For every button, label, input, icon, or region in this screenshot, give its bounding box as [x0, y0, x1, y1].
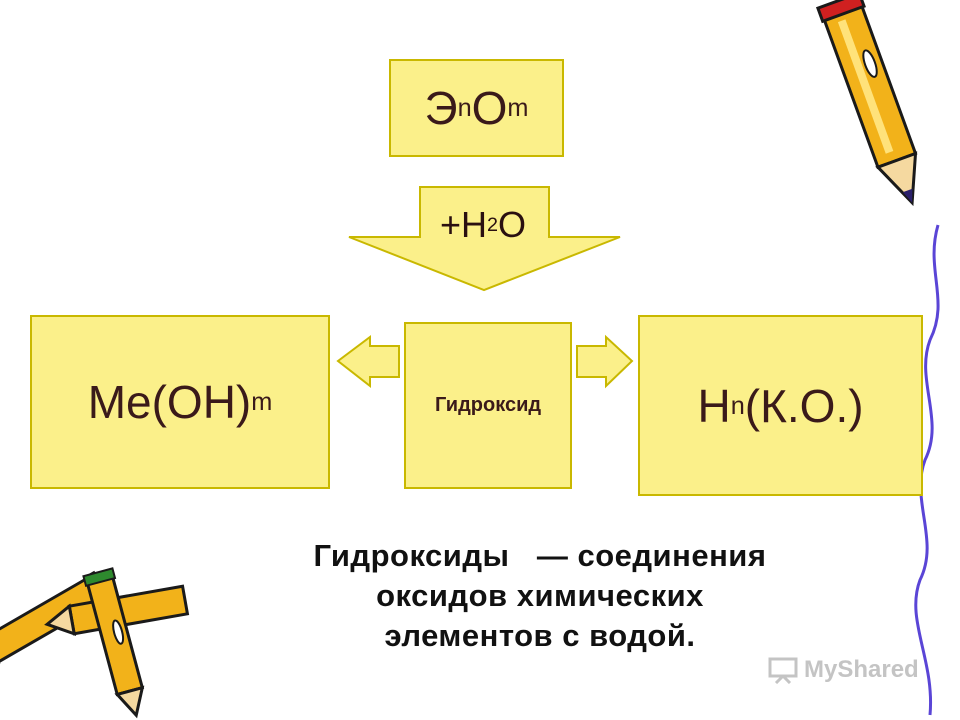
acid-h: H [697, 379, 731, 432]
base-box: Me(OH)m [30, 315, 330, 489]
right-arrow [576, 334, 634, 389]
down-arrow [348, 186, 621, 292]
reagent-prefix: +H [439, 204, 487, 245]
formula-oxygen: O [471, 82, 508, 134]
wavy-line-right [914, 224, 940, 716]
caption-line: Гидроксиды — соединения [313, 538, 767, 573]
caption-line: оксидов химических [376, 578, 704, 613]
left-arrow [336, 335, 400, 389]
hydroxide-box: Гидроксид [404, 322, 572, 489]
watermark: MyShared [768, 656, 919, 684]
definition-caption: Гидроксиды — соединения оксидов химическ… [245, 536, 835, 656]
pencils-bottom-left [0, 567, 190, 719]
watermark-text: MyShared [804, 656, 919, 683]
reagent-suffix: O [498, 204, 527, 245]
pencil-top-right [815, 0, 918, 207]
formula-symbol: Э [424, 82, 458, 134]
acid-rest: (К.О.) [744, 379, 864, 432]
hydroxide-label: Гидроксид [434, 394, 542, 416]
presentation-icon [768, 657, 798, 684]
base-formula: Me(OH) [87, 376, 252, 428]
caption-line: элементов с водой. [384, 618, 696, 653]
